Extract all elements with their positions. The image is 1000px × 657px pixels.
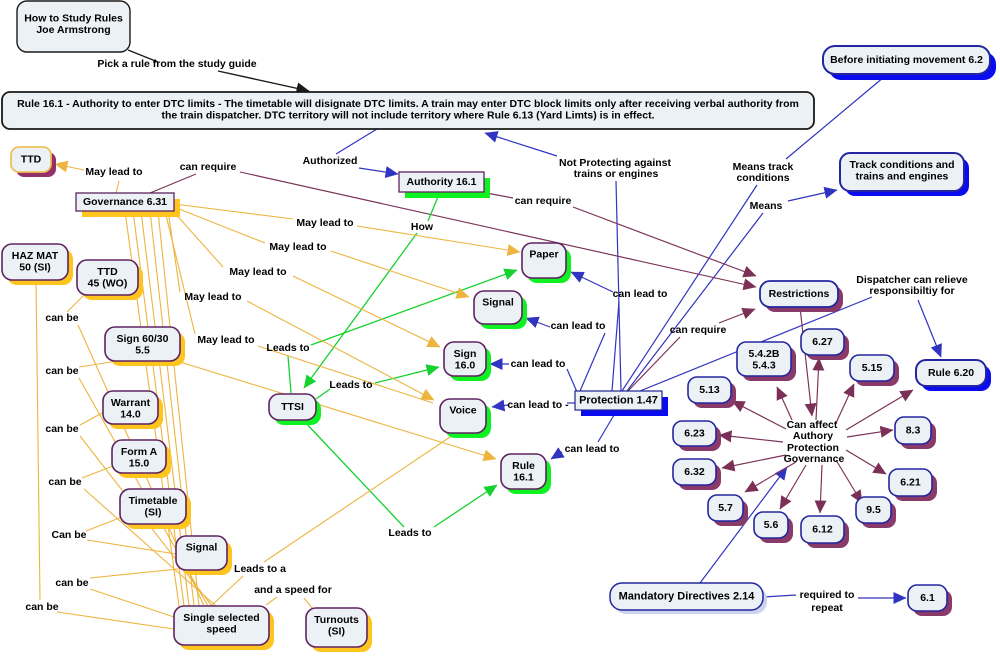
- svg-text:Form A: Form A: [121, 446, 158, 458]
- svg-text:(SI): (SI): [328, 626, 345, 638]
- svg-text:(SI): (SI): [145, 507, 162, 519]
- svg-text:6.32: 6.32: [684, 466, 705, 478]
- svg-text:can be: can be: [25, 601, 58, 613]
- svg-text:trains and engines: trains and engines: [856, 171, 949, 183]
- svg-text:Sign: Sign: [454, 348, 477, 360]
- svg-text:conditions: conditions: [736, 172, 789, 184]
- svg-text:Voice: Voice: [449, 405, 476, 417]
- svg-text:How to Study Rules: How to Study Rules: [24, 13, 123, 25]
- svg-text:Leads to a: Leads to a: [234, 563, 286, 575]
- svg-text:can be: can be: [45, 423, 78, 435]
- svg-text:can be: can be: [48, 476, 81, 488]
- svg-text:TTD: TTD: [21, 154, 42, 166]
- svg-text:6.23: 6.23: [684, 428, 705, 440]
- svg-text:Turnouts: Turnouts: [314, 614, 359, 626]
- svg-text:6.1: 6.1: [920, 592, 935, 604]
- svg-text:5.6: 5.6: [764, 519, 779, 531]
- svg-text:Means: Means: [750, 200, 783, 212]
- svg-text:can lead to: can lead to: [613, 288, 668, 300]
- svg-text:5.13: 5.13: [699, 384, 720, 396]
- svg-text:HAZ MAT: HAZ MAT: [12, 250, 59, 262]
- svg-text:6.27: 6.27: [812, 336, 833, 348]
- svg-text:Rule 16.1 - Authority to enter: Rule 16.1 - Authority to enter DTC limit…: [17, 98, 799, 110]
- svg-text:Protection 1.47: Protection 1.47: [579, 395, 658, 407]
- svg-text:50 (SI): 50 (SI): [19, 262, 51, 274]
- svg-text:16.0: 16.0: [455, 360, 476, 372]
- svg-text:Dispatcher can relieve: Dispatcher can relieve: [856, 274, 968, 286]
- svg-text:May lead to: May lead to: [229, 266, 286, 278]
- svg-text:45 (WO): 45 (WO): [88, 278, 128, 290]
- svg-text:can be: can be: [45, 312, 78, 324]
- svg-text:TTD: TTD: [97, 266, 118, 278]
- svg-text:trains or engines: trains or engines: [574, 168, 659, 180]
- svg-text:How: How: [411, 221, 434, 233]
- svg-text:Paper: Paper: [529, 249, 558, 261]
- svg-text:can lead to: can lead to: [551, 320, 606, 332]
- svg-text:Sign 60/30: Sign 60/30: [117, 333, 169, 345]
- svg-text:Leads to: Leads to: [329, 379, 372, 391]
- svg-text:required to: required to: [800, 589, 855, 601]
- svg-text:can require: can require: [515, 195, 572, 207]
- svg-text:TTSI: TTSI: [281, 401, 304, 413]
- svg-text:Track conditions and: Track conditions and: [849, 159, 954, 171]
- svg-text:Leads to: Leads to: [388, 527, 431, 539]
- svg-text:Timetable: Timetable: [129, 495, 178, 507]
- svg-text:5.4.3: 5.4.3: [752, 360, 776, 372]
- svg-text:6.12: 6.12: [812, 524, 833, 536]
- svg-text:5.7: 5.7: [718, 502, 733, 514]
- svg-text:and a speed for: and a speed for: [254, 584, 332, 596]
- svg-text:responsibiltiy for: responsibiltiy for: [869, 285, 954, 297]
- svg-text:May lead to: May lead to: [269, 241, 326, 253]
- svg-text:Pick a rule from the study gui: Pick a rule from the study guide: [97, 58, 256, 70]
- svg-text:can lead to: can lead to: [511, 358, 566, 370]
- svg-text:Protection: Protection: [787, 442, 839, 454]
- svg-text:Not Protecting against: Not Protecting against: [559, 157, 672, 169]
- svg-text:Governance 6.31: Governance 6.31: [83, 196, 167, 208]
- svg-text:Leads to: Leads to: [266, 342, 309, 354]
- svg-text:Authorized: Authorized: [303, 155, 358, 167]
- svg-text:14.0: 14.0: [120, 409, 141, 421]
- svg-text:Restrictions: Restrictions: [769, 288, 830, 300]
- svg-text:5.5: 5.5: [135, 345, 150, 357]
- svg-text:can require: can require: [180, 161, 237, 173]
- svg-text:May lead to: May lead to: [184, 291, 241, 303]
- svg-text:Warrant: Warrant: [111, 397, 151, 409]
- svg-text:the train dispatcher. DTC terr: the train dispatcher. DTC territory will…: [161, 110, 654, 122]
- svg-text:Signal: Signal: [186, 542, 218, 554]
- svg-text:May lead to: May lead to: [197, 334, 254, 346]
- svg-text:May lead to: May lead to: [85, 166, 142, 178]
- svg-text:can lead to -: can lead to -: [507, 399, 569, 411]
- svg-text:6.21: 6.21: [900, 477, 921, 489]
- svg-text:16.1: 16.1: [513, 472, 534, 484]
- svg-text:can lead to: can lead to: [565, 443, 620, 455]
- svg-text:Signal: Signal: [482, 297, 514, 309]
- svg-text:Authory: Authory: [793, 430, 833, 442]
- svg-text:can be: can be: [55, 577, 88, 589]
- svg-text:Rule 6.20: Rule 6.20: [928, 367, 974, 379]
- svg-text:8.3: 8.3: [906, 425, 921, 437]
- svg-text:Can affect: Can affect: [787, 419, 838, 431]
- svg-text:speed: speed: [206, 624, 236, 636]
- svg-text:Authority 16.1: Authority 16.1: [406, 176, 476, 188]
- svg-text:15.0: 15.0: [129, 458, 150, 470]
- svg-text:Can be: Can be: [51, 529, 86, 541]
- svg-text:repeat: repeat: [811, 602, 843, 614]
- svg-text:Rule: Rule: [512, 460, 535, 472]
- svg-text:Governance: Governance: [784, 453, 845, 465]
- svg-text:can require: can require: [670, 324, 727, 336]
- svg-text:Joe Armstrong: Joe Armstrong: [36, 24, 110, 36]
- svg-text:Single selected: Single selected: [183, 612, 259, 624]
- svg-text:9.5: 9.5: [866, 504, 881, 516]
- svg-text:Means track: Means track: [733, 161, 794, 173]
- svg-text:May lead to: May lead to: [296, 217, 353, 229]
- svg-text:5.15: 5.15: [862, 362, 883, 374]
- svg-text:can be: can be: [45, 365, 78, 377]
- svg-text:5.4.2B: 5.4.2B: [749, 348, 780, 360]
- svg-text:Before initiating movement 6.2: Before initiating movement 6.2: [830, 54, 983, 66]
- svg-text:Mandatory Directives 2.14: Mandatory Directives 2.14: [619, 591, 756, 603]
